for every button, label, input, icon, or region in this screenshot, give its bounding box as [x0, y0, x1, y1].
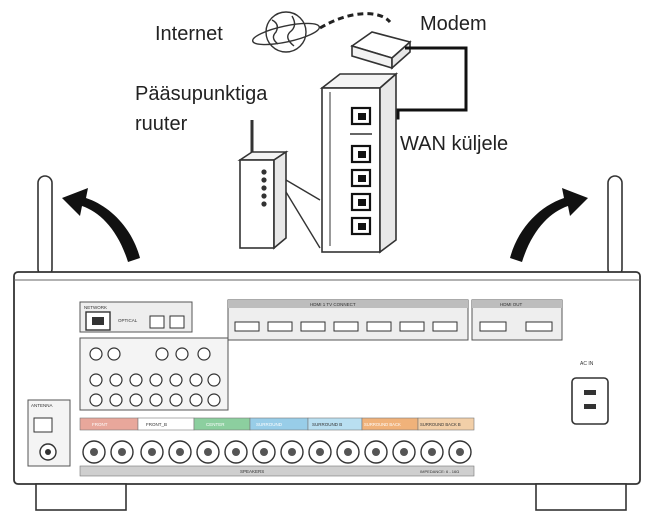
- antenna-input-block: ANTENNA: [27, 399, 71, 467]
- modem-icon: [350, 31, 412, 70]
- surround-back-label: SURROUND BACK: [364, 422, 401, 427]
- ac-inlet: AC IN: [571, 361, 609, 425]
- front-b-label: FRONT_B: [146, 422, 167, 427]
- internet-label: Internet: [155, 23, 223, 45]
- optical-label: OPTICAL: [118, 318, 138, 323]
- speaker-sections: FRONT FRONT_B CENTER SURROUND SURROUND B…: [79, 417, 475, 431]
- hdmi-out-label: HDMI OUT: [500, 302, 522, 307]
- ac-in-label: AC IN: [580, 361, 594, 367]
- impedance-label: IMPEDANCE: 6 - 16Ω: [420, 469, 459, 474]
- speakers-bar: [79, 465, 475, 477]
- analog-jacks: [79, 337, 229, 411]
- rotate-arrow-right-icon: [510, 188, 588, 262]
- wan-label: WAN küljele: [400, 133, 508, 155]
- surround-label: SURROUND: [256, 422, 283, 427]
- speakers-label: SPEAKERS: [240, 469, 264, 474]
- router-label-line1: Pääsupunktiga: [135, 83, 268, 105]
- globe-icon: [252, 11, 320, 53]
- center-label: CENTER: [206, 422, 225, 427]
- antenna-label: ANTENNA: [31, 403, 53, 408]
- zoom-line-top: [285, 179, 321, 201]
- hdmi-in-label: HDMI 1 TV CONNECT: [310, 302, 356, 307]
- hdmi-out-block: HDMI OUT: [471, 299, 563, 341]
- surround-back-b-label: SURROUND BACK B: [420, 422, 461, 427]
- modem-label: Modem: [420, 13, 487, 35]
- rotate-arrow-left-icon: [62, 188, 140, 262]
- network-port-label: NETWORK: [84, 305, 107, 310]
- zoom-line-bottom: [285, 191, 321, 249]
- router-device: [237, 120, 289, 250]
- front-label: FRONT: [92, 422, 108, 427]
- network-block: NETWORK OPTICAL: [79, 301, 193, 333]
- surround-b-label: SURROUND B: [312, 422, 342, 427]
- router-label-line2: ruuter: [135, 113, 188, 135]
- internet-modem-link: [319, 12, 392, 30]
- hdmi-in-block: HDMI 1 TV CONNECT: [227, 299, 469, 341]
